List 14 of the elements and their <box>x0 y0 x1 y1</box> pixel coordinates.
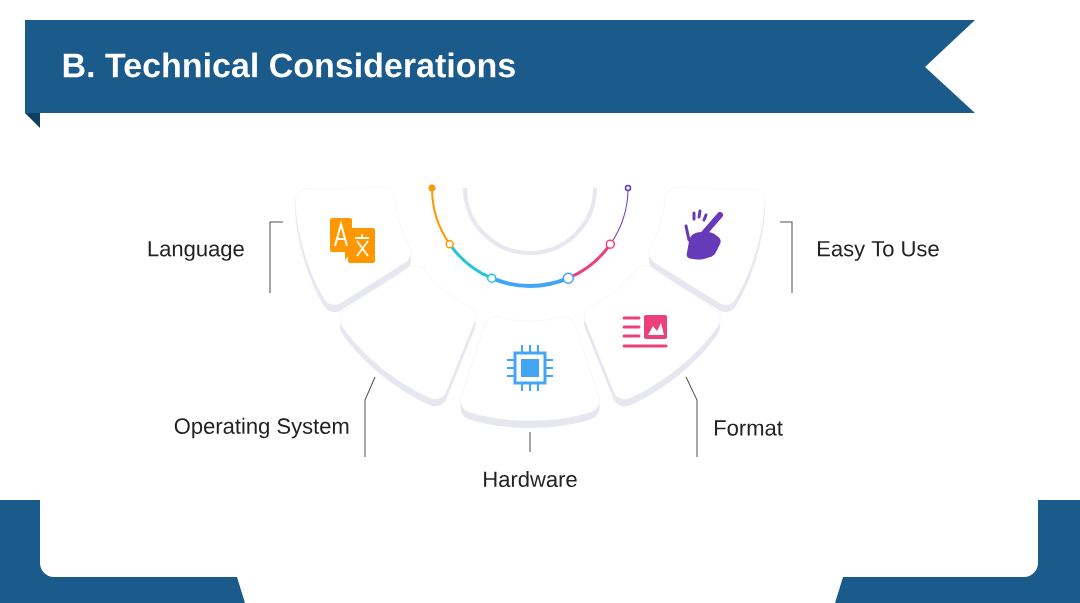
item-label: Operating System <box>174 417 349 439</box>
item-label: Hardware <box>484 470 577 488</box>
leader-line <box>269 221 284 294</box>
leader-line <box>685 376 698 458</box>
leader-line <box>779 221 793 294</box>
item-label: Easy To Use <box>818 241 939 261</box>
title-banner: B. Technical Considerations <box>25 20 975 128</box>
icon-tile <box>460 316 600 428</box>
icon-tile <box>583 265 721 407</box>
icon-tile <box>339 265 476 407</box>
item-label: Language <box>148 241 244 261</box>
leader-line <box>529 431 531 453</box>
item-label: Format <box>715 420 783 436</box>
leader-line <box>364 376 376 458</box>
